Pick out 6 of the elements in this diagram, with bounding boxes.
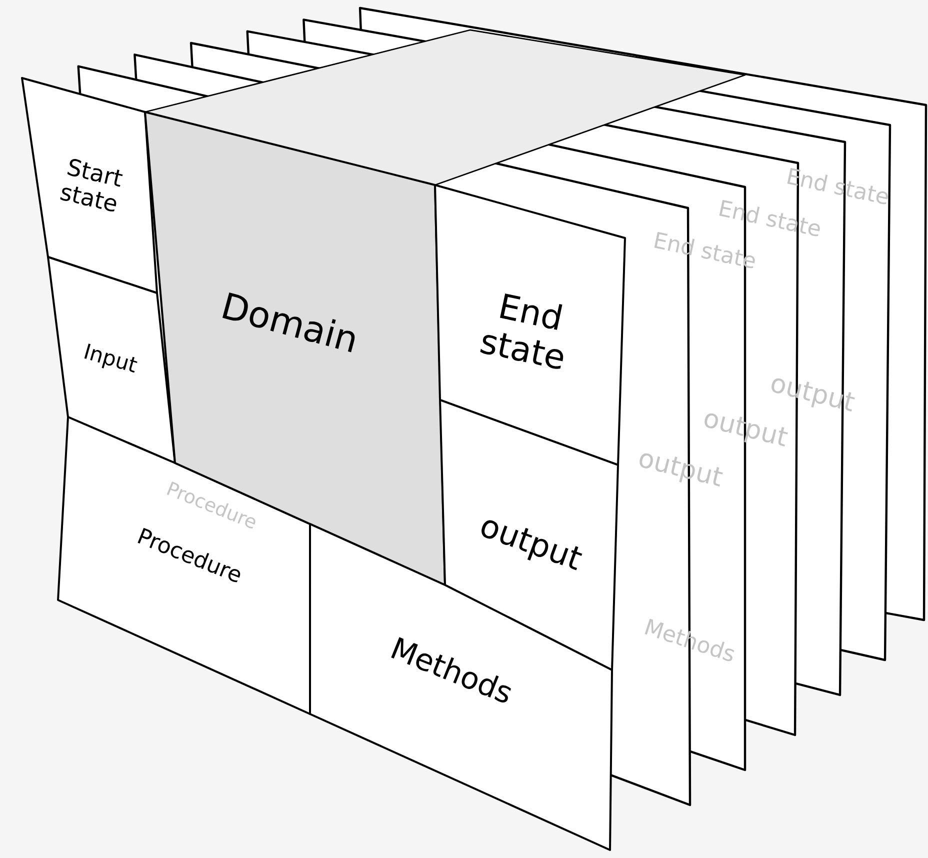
faded-label: output <box>772 378 855 412</box>
faded-label: output <box>704 413 788 446</box>
cell: Input <box>47 256 176 464</box>
faded-label: output <box>640 453 723 486</box>
cell: End state <box>434 184 626 466</box>
cell: Start state <box>21 77 158 294</box>
